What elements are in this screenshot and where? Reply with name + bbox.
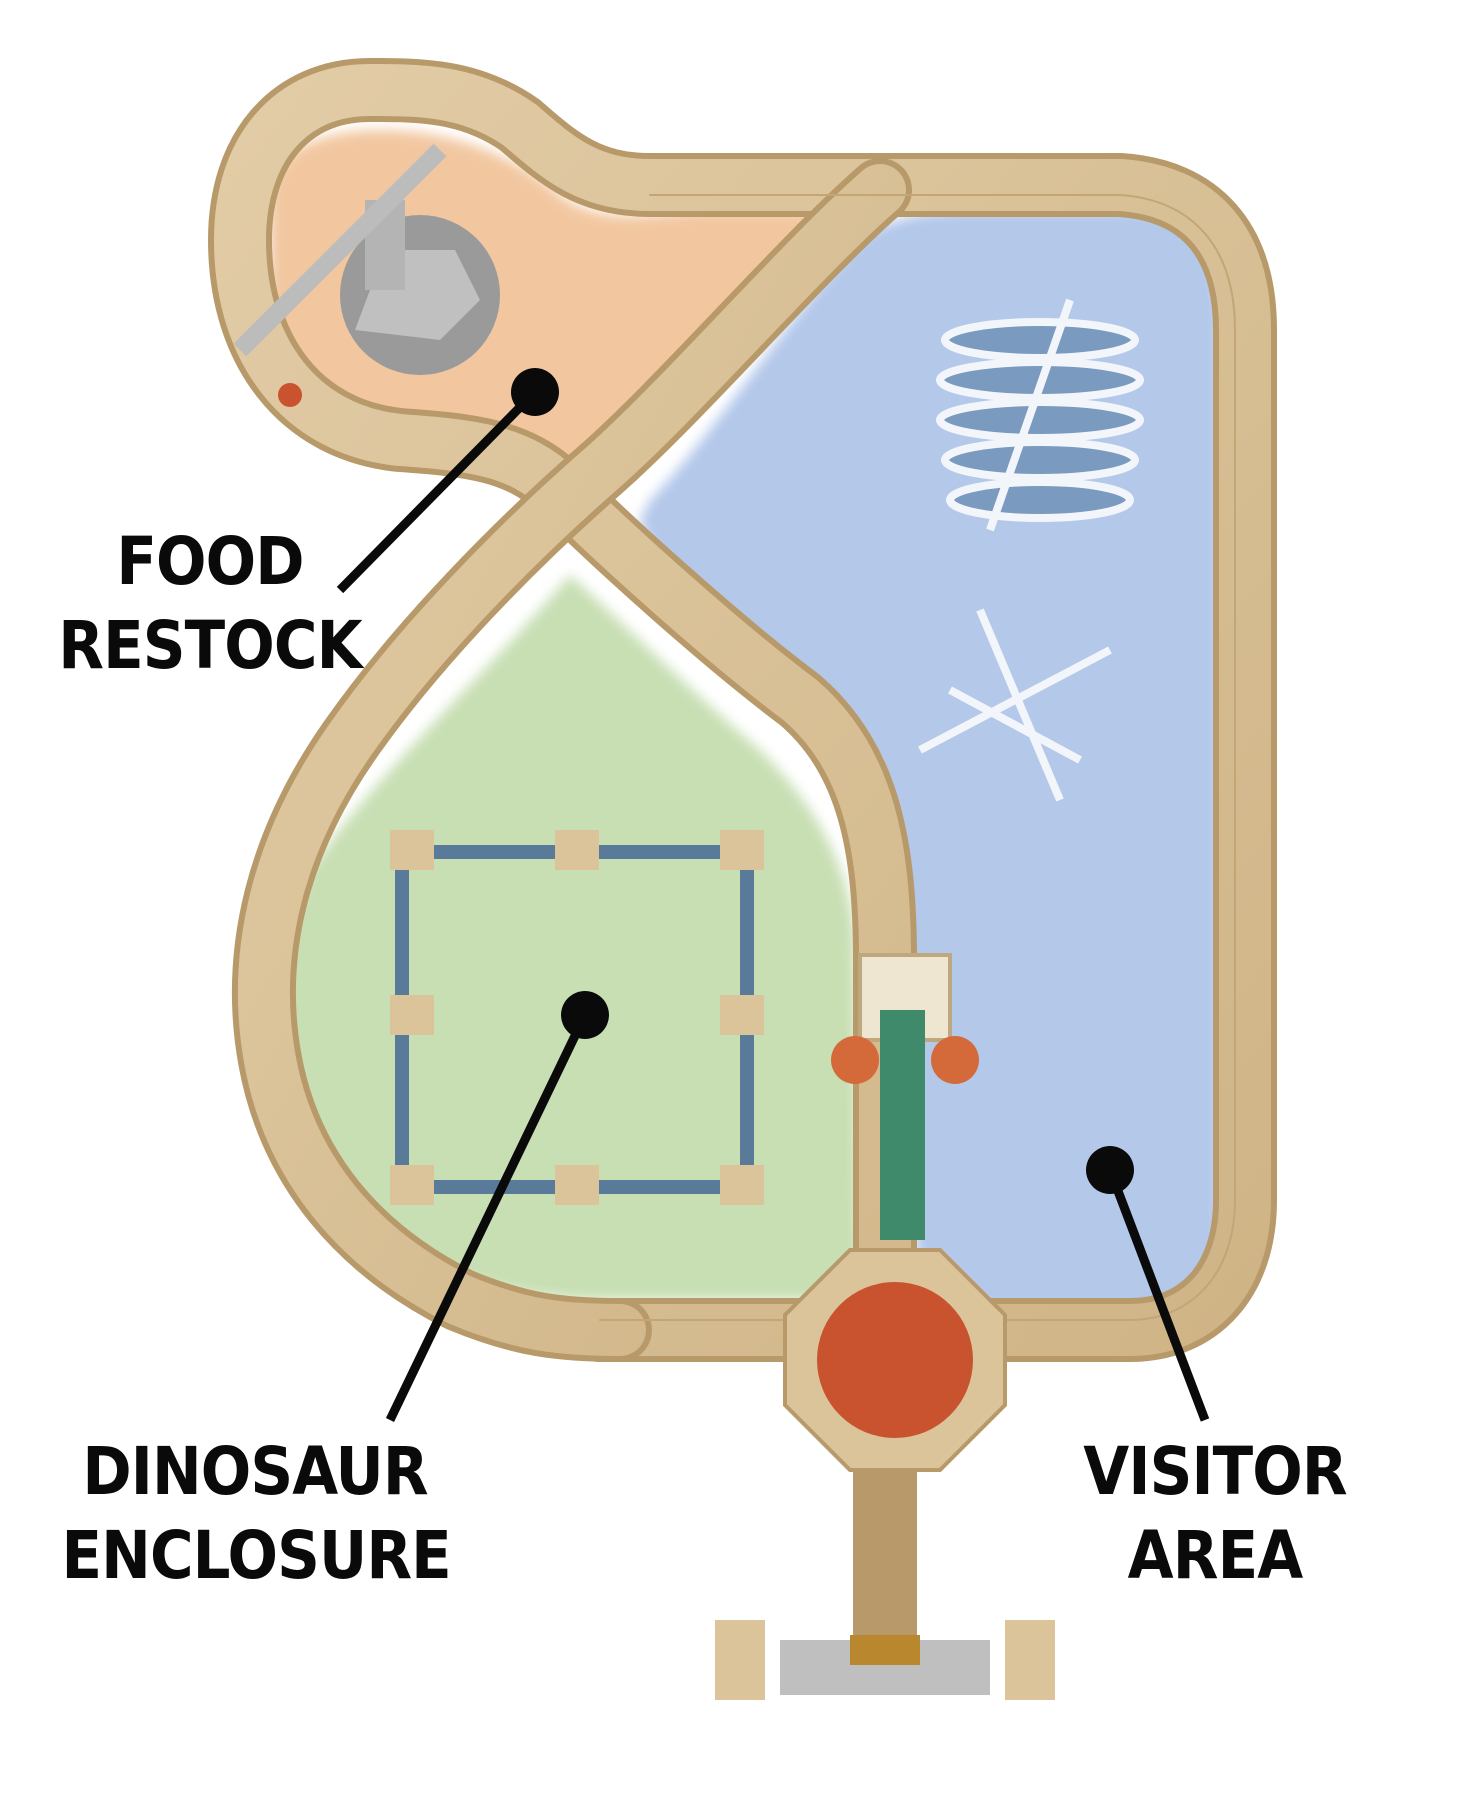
fence-post xyxy=(390,995,434,1035)
dinosaur-enclosure-label-line-1: DINOSAUR xyxy=(82,1433,428,1510)
bench-x-line xyxy=(976,608,1064,802)
marker-dino xyxy=(561,991,609,1039)
vent-fin xyxy=(946,478,1134,522)
buffer-stop xyxy=(715,1620,1055,1700)
buffer-block xyxy=(850,1635,920,1665)
vent-fin xyxy=(941,318,1139,362)
fence-enclosure xyxy=(390,830,764,1205)
fence-post xyxy=(720,1165,764,1205)
crane-car-wheel xyxy=(831,1036,879,1084)
crane-hook-ball xyxy=(278,383,302,407)
visitor-structures xyxy=(918,298,1144,802)
fence-post xyxy=(720,830,764,870)
vent-spine xyxy=(986,298,1074,532)
visitor-area-label-line-2: AREA xyxy=(1127,1517,1304,1595)
fence-post xyxy=(555,830,599,870)
wooden-track xyxy=(208,58,1277,1672)
crane-car-wheel xyxy=(931,1036,979,1084)
marker-visitor xyxy=(1086,1146,1134,1194)
visitor-area-label: VISITOR AREA xyxy=(1050,1430,1380,1599)
buffer-post xyxy=(1005,1620,1055,1700)
dinosaur-enclosure-zone xyxy=(282,575,861,1300)
crane-arm xyxy=(233,143,447,357)
food-restock-label-line-1: FOOD xyxy=(116,523,304,600)
track-crane-car xyxy=(831,953,979,1240)
bench-x-line xyxy=(948,686,1082,764)
turntable-disc xyxy=(817,1282,973,1438)
marker-food xyxy=(511,368,559,416)
track-loop-inner xyxy=(214,64,1271,1356)
vent-fin xyxy=(941,438,1139,482)
track-groove xyxy=(599,194,1236,1321)
callouts xyxy=(336,368,1210,1422)
callout-line-food xyxy=(336,388,539,594)
fence-post xyxy=(390,830,434,870)
crane-car-arm xyxy=(880,1010,925,1240)
food-restock-label-line-2: RESTOCK xyxy=(58,607,362,685)
food-restock-label: FOOD RESTOCK xyxy=(40,520,380,689)
turntable xyxy=(783,1248,1007,1472)
dinosaur-enclosure-label: DINOSAUR ENCLOSURE xyxy=(40,1430,470,1599)
food-crane xyxy=(233,143,500,407)
fence-post xyxy=(720,995,764,1035)
fence-post xyxy=(390,1165,434,1205)
fence-post xyxy=(555,1165,599,1205)
buffer-post xyxy=(715,1620,765,1700)
dinosaur-enclosure-label-line-2: ENCLOSURE xyxy=(61,1517,452,1595)
callout-line-dino xyxy=(385,1013,590,1422)
callout-line-visitor xyxy=(1105,1168,1210,1422)
visitor-area-label-line-1: VISITOR xyxy=(1083,1433,1347,1510)
vent-fin xyxy=(936,398,1144,442)
